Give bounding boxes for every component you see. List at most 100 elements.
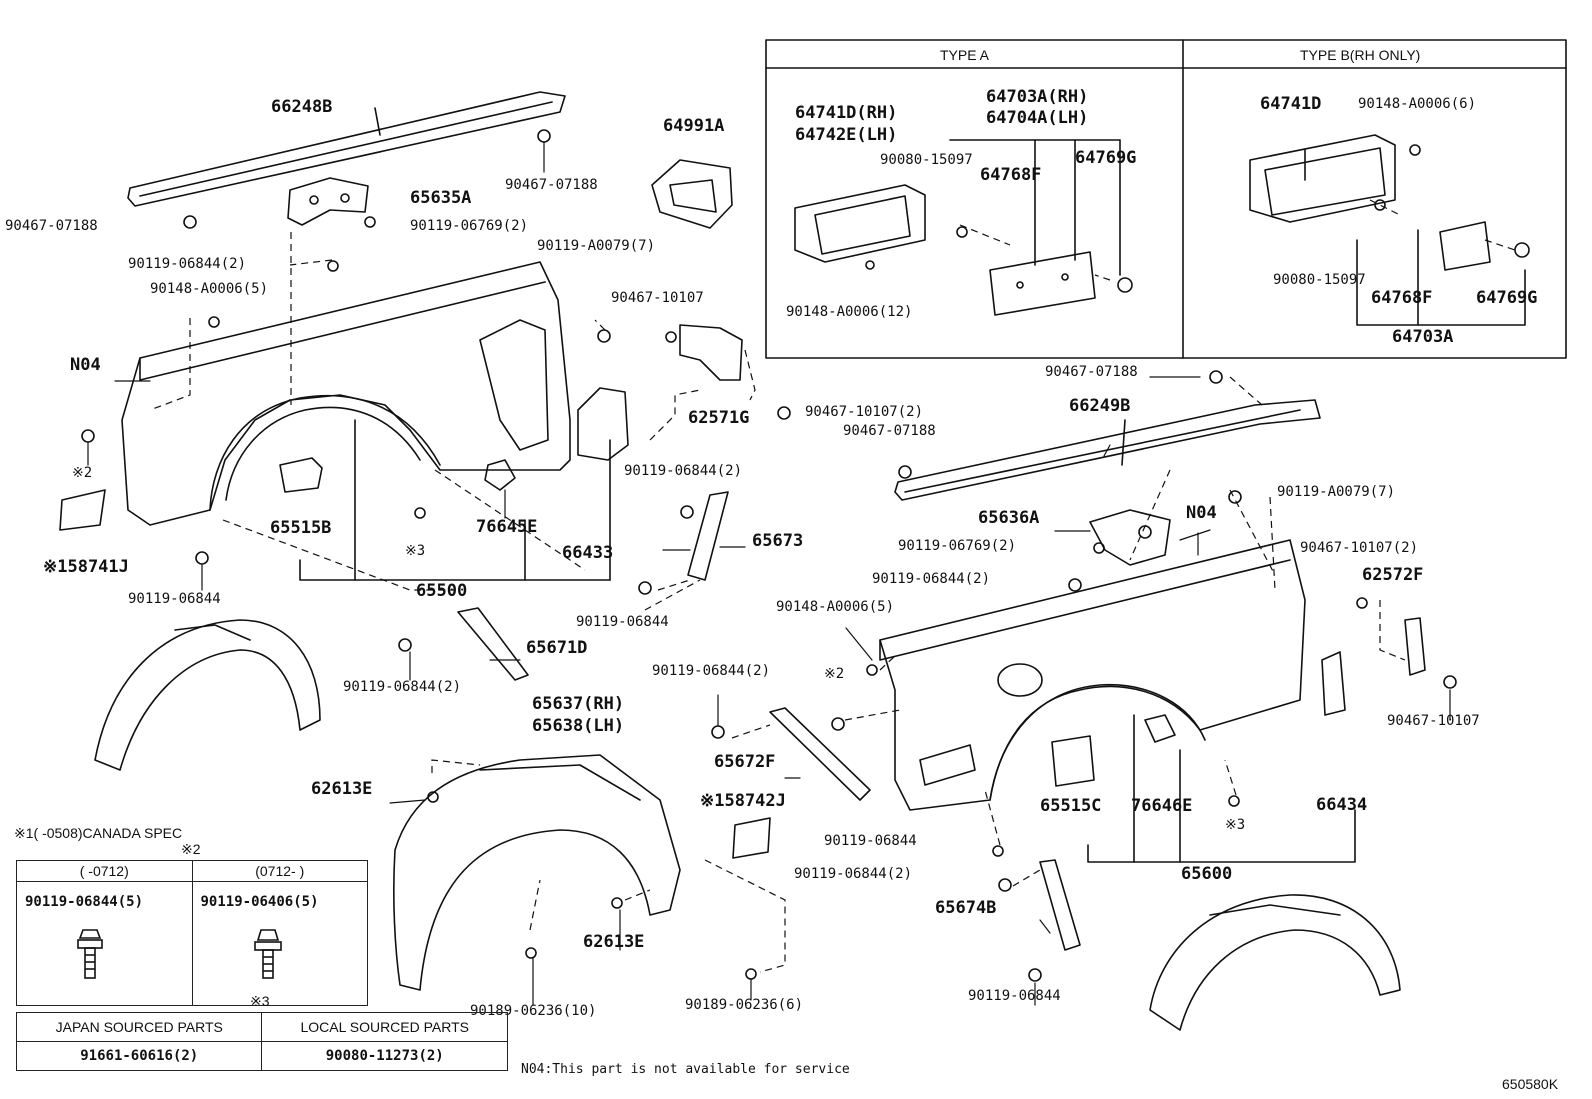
part-label[interactable]: 65635A [410,188,472,208]
part-label[interactable]: 64768F [1371,288,1433,308]
part-label[interactable]: 90119-06844(2) [872,571,991,587]
plate-66434-shape [1321,651,1346,716]
part-label[interactable]: 76646E [1131,796,1193,816]
mark-3: ※3 [405,543,426,559]
part-label[interactable]: 90119-06844(2) [794,866,913,882]
liner-center-shape [393,754,681,991]
bracket-76645e-shape [484,459,516,491]
part-label[interactable]: 90467-07188 [505,177,598,193]
part-label[interactable]: 65673 [752,531,804,551]
part-label[interactable]: 64768F [980,165,1042,185]
dashed-guides [149,199,1516,973]
type-b-parts-shapes [1249,134,1530,271]
part-label[interactable]: 64703A(RH) [986,87,1089,107]
brace-65672f-shape [769,707,871,801]
part-label[interactable]: 90119-06844 [824,833,917,849]
part-label[interactable]: 62613E [311,779,373,799]
bracket-62571g-shape [679,324,743,381]
part-label[interactable]: 90467-07188 [843,423,936,439]
part-label[interactable]: 90148-A0006(6) [1358,96,1477,112]
part-label[interactable]: 90080-15097 [1273,272,1366,288]
brace-65673-shape [687,491,729,581]
part-label[interactable]: 66433 [562,543,614,563]
bolt-table-part-1[interactable]: 90119-06844(5) [16,881,193,1006]
part-label[interactable]: 65671D [526,638,588,658]
part-label[interactable]: 65674B [935,898,997,918]
bolt-table: ( -0712) (0712- ) 90119-06844(5) 90119-0… [16,860,368,1006]
part-label[interactable]: 64703A [1392,327,1454,347]
rail-66249b-shape [894,399,1321,501]
mark-3: ※3 [1225,817,1246,833]
part-label[interactable]: 65638(LH) [532,716,625,736]
part-label[interactable]: 65636A [978,508,1040,528]
part-label[interactable]: 66434 [1316,795,1368,815]
part-label[interactable]: N04 [1186,503,1217,523]
part-label[interactable]: 64741D(RH) [795,103,898,123]
part-label[interactable]: 64991A [663,116,725,136]
part-label[interactable]: 76645E [476,517,538,537]
part-label[interactable]: 62613E [583,932,645,952]
part-label[interactable]: 90119-06844 [128,591,221,607]
brace-65674b-shape [1039,859,1081,951]
source-table-header-1: JAPAN SOURCED PARTS [15,1012,263,1042]
part-64991a-shape [651,159,733,229]
part-label[interactable]: 90467-10107(2) [1300,540,1419,556]
part-label[interactable]: 62572F [1362,565,1424,585]
bolt-table-part-2[interactable]: 90119-06406(5) [191,881,368,1006]
part-label[interactable]: 90119-06769(2) [898,538,1017,554]
part-label[interactable]: 90119-A0079(7) [537,238,656,254]
part-label[interactable]: 65600 [1181,864,1233,884]
part-label[interactable]: 90467-10107 [1387,713,1480,729]
part-label[interactable]: 64742E(LH) [795,125,898,145]
bolt-table-header-1: ( -0712) [16,860,193,882]
part-label[interactable]: 65515B [270,518,332,538]
diagram-id: 650580K [1502,1076,1559,1092]
part-label[interactable]: 90119-06844 [968,988,1061,1004]
part-label[interactable]: 90148-A0006(5) [776,599,895,615]
liner-right-shape [1149,894,1401,1031]
type-a-parts-shapes [794,184,1133,316]
type-b-header: TYPE B(RH ONLY) [1300,47,1421,63]
part-label[interactable]: 62571G [688,408,750,428]
part-label[interactable]: 90189-06236(6) [685,997,804,1013]
part-label[interactable]: 90467-07188 [5,218,98,234]
flap-158742j-shape [732,817,771,859]
part-label[interactable]: 90119-06769(2) [410,218,529,234]
part-label[interactable]: 65637(RH) [532,694,625,714]
type-box-frame [765,39,1567,359]
part-label[interactable]: 90119-A0079(7) [1277,484,1396,500]
part-label[interactable]: 90119-06844(2) [343,679,462,695]
part-label[interactable]: 90119-06844(2) [652,663,771,679]
part-label[interactable]: 65500 [416,581,468,601]
bolt-table-header-2: (0712- ) [191,860,368,882]
part-label[interactable]: 90119-06844(2) [128,256,247,272]
source-table-part-2[interactable]: 90080-11273(2) [261,1041,508,1071]
part-label[interactable]: 64769G [1075,148,1137,168]
source-table-part-1[interactable]: 91661-60616(2) [15,1041,263,1071]
bracket-62572f-shape [1404,617,1426,676]
part-label[interactable]: 90467-10107 [611,290,704,306]
part-label[interactable]: ※158742J [700,791,786,811]
part-label[interactable]: 65515C [1040,796,1102,816]
part-label[interactable]: 64741D [1260,94,1322,114]
part-label[interactable]: ※158741J [43,557,129,577]
part-label[interactable]: 66249B [1069,396,1131,416]
part-label[interactable]: 65672F [714,752,776,772]
part-label[interactable]: 64769G [1476,288,1538,308]
part-label[interactable]: 90119-06844(2) [624,463,743,479]
part-label[interactable]: 90467-10107(2) [805,404,924,420]
bed-side-left-shape [121,261,571,526]
part-label[interactable]: 64704A(LH) [986,108,1089,128]
pad-65515c-shape [1051,735,1095,787]
grouping-lines[interactable] [299,107,1526,863]
part-label[interactable]: 90080-15097 [880,152,973,168]
part-label[interactable]: 90148-A0006(5) [150,281,269,297]
part-label[interactable]: 90148-A0006(12) [786,304,913,320]
part-label[interactable]: N04 [70,355,101,375]
bolt-table-mark: ※2 [181,841,201,857]
part-label[interactable]: 66248B [271,97,333,117]
part-label[interactable]: 90119-06844 [576,614,669,630]
footnote-n04: N04:This part is not available for servi… [521,1062,850,1077]
part-label[interactable]: 90467-07188 [1045,364,1138,380]
